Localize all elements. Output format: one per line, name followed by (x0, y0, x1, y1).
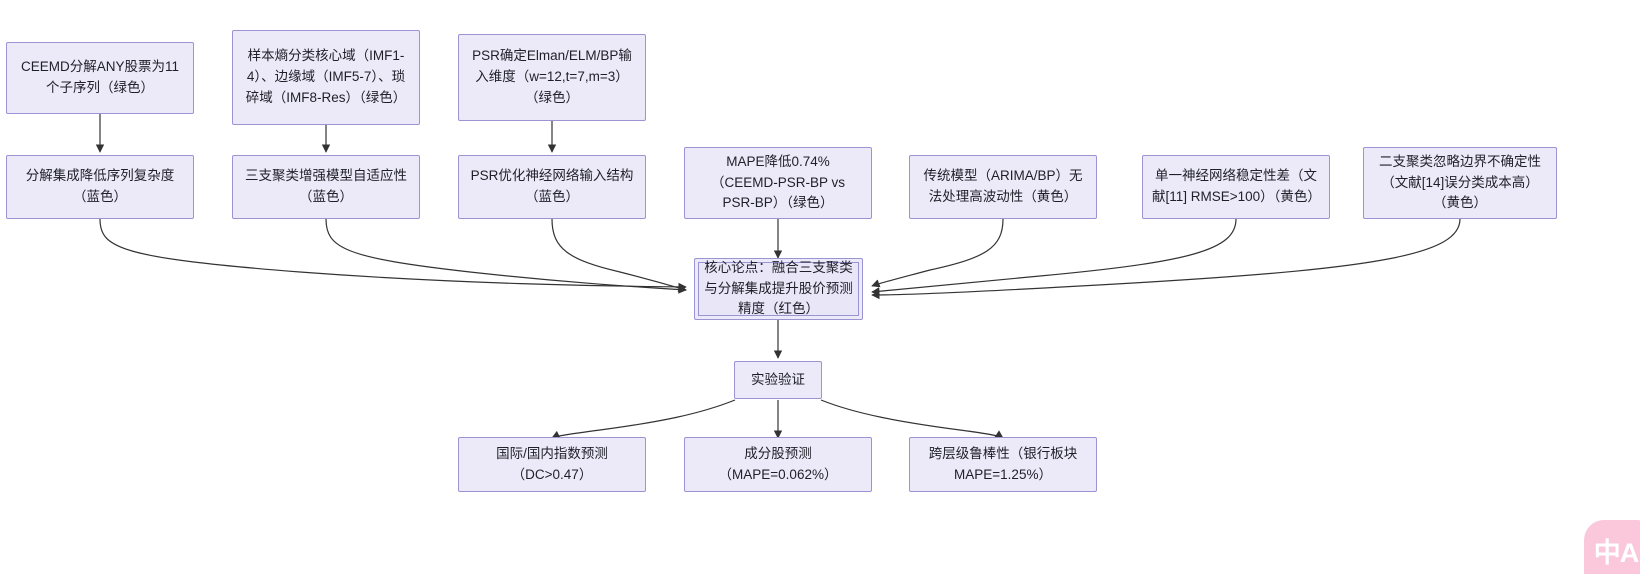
node-three-way-adaptive[interactable]: 三支聚类增强模型自适应性（蓝色） (232, 155, 420, 219)
node-sample-entropy-label: 样本熵分类核心域（IMF1-4）、边缘域（IMF5-7）、琐碎域（IMF8-Re… (245, 48, 407, 105)
node-traditional-model[interactable]: 传统模型（ARIMA/BP）无法处理高波动性（黄色） (909, 155, 1097, 219)
node-core-thesis[interactable]: 核心论点：融合三支聚类与分解集成提升股价预测精度（红色） (694, 258, 863, 320)
node-psr-dimension[interactable]: PSR确定Elman/ELM/BP输入维度（w=12,t=7,m=3）（绿色） (458, 34, 646, 121)
node-decompose-complexity-label: 分解集成降低序列复杂度（蓝色） (25, 168, 175, 204)
node-ceemd-decompose[interactable]: CEEMD分解ANY股票为11个子序列（绿色） (6, 42, 194, 114)
node-two-way-cluster[interactable]: 二支聚类忽略边界不确定性（文献[14]误分类成本高）（黄色） (1363, 147, 1557, 219)
node-three-way-adaptive-label: 三支聚类增强模型自适应性（蓝色） (245, 168, 407, 204)
node-decompose-complexity[interactable]: 分解集成降低序列复杂度（蓝色） (6, 155, 194, 219)
node-psr-optimize[interactable]: PSR优化神经网络输入结构（蓝色） (458, 155, 646, 219)
node-mape-reduction-label: MAPE降低0.74%（CEEMD-PSR-BP vs PSR-BP）（绿色） (710, 153, 846, 211)
node-ceemd-decompose-label: CEEMD分解ANY股票为11个子序列（绿色） (20, 59, 180, 95)
node-experiment-label: 实验验证 (751, 371, 805, 387)
node-cross-level-robustness[interactable]: 跨层级鲁棒性（银行板块MAPE=1.25%） (909, 437, 1097, 492)
edge-adaptive-to-core (325, 218, 687, 294)
node-cross-level-robustness-label: 跨层级鲁棒性（银行板块MAPE=1.25%） (928, 445, 1078, 482)
edge-experiment-to-robustness (820, 399, 1004, 439)
edge-optimize-to-core (551, 218, 687, 292)
node-experiment[interactable]: 实验验证 (734, 361, 822, 399)
node-psr-dimension-label: PSR确定Elman/ELM/BP输入维度（w=12,t=7,m=3）（绿色） (472, 48, 632, 105)
node-mape-reduction[interactable]: MAPE降低0.74%（CEEMD-PSR-BP vs PSR-BP）（绿色） (684, 147, 872, 219)
node-component-prediction-label: 成分股预测（MAPE=0.062%） (718, 445, 838, 482)
node-sample-entropy[interactable]: 样本熵分类核心域（IMF1-4）、边缘域（IMF5-7）、琐碎域（IMF8-Re… (232, 30, 420, 125)
edge-twoway-to-core (871, 218, 1461, 300)
translate-watermark-icon[interactable]: 中A (1584, 520, 1640, 574)
translate-watermark-label: 中A (1593, 537, 1639, 568)
edge-experiment-to-index (551, 399, 736, 439)
edge-singlenn-to-core (871, 218, 1237, 296)
node-two-way-cluster-label: 二支聚类忽略边界不确定性（文献[14]误分类成本高）（黄色） (1379, 153, 1541, 211)
node-index-prediction[interactable]: 国际/国内指数预测（DC>0.47） (458, 437, 646, 492)
node-single-nn-label: 单一神经网络稳定性差（文献[11] RMSE>100）（黄色） (1152, 168, 1321, 204)
edge-complexity-to-core (99, 218, 687, 292)
node-core-thesis-label: 核心论点：融合三支聚类与分解集成提升股价预测精度（红色） (704, 259, 853, 317)
edge-traditional-to-core (871, 218, 1004, 288)
node-psr-optimize-label: PSR优化神经网络输入结构（蓝色） (470, 168, 634, 204)
node-index-prediction-label: 国际/国内指数预测（DC>0.47） (496, 445, 608, 482)
node-traditional-model-label: 传统模型（ARIMA/BP）无法处理高波动性（黄色） (923, 168, 1083, 204)
node-component-prediction[interactable]: 成分股预测（MAPE=0.062%） (684, 437, 872, 492)
node-single-nn[interactable]: 单一神经网络稳定性差（文献[11] RMSE>100）（黄色） (1142, 155, 1330, 219)
